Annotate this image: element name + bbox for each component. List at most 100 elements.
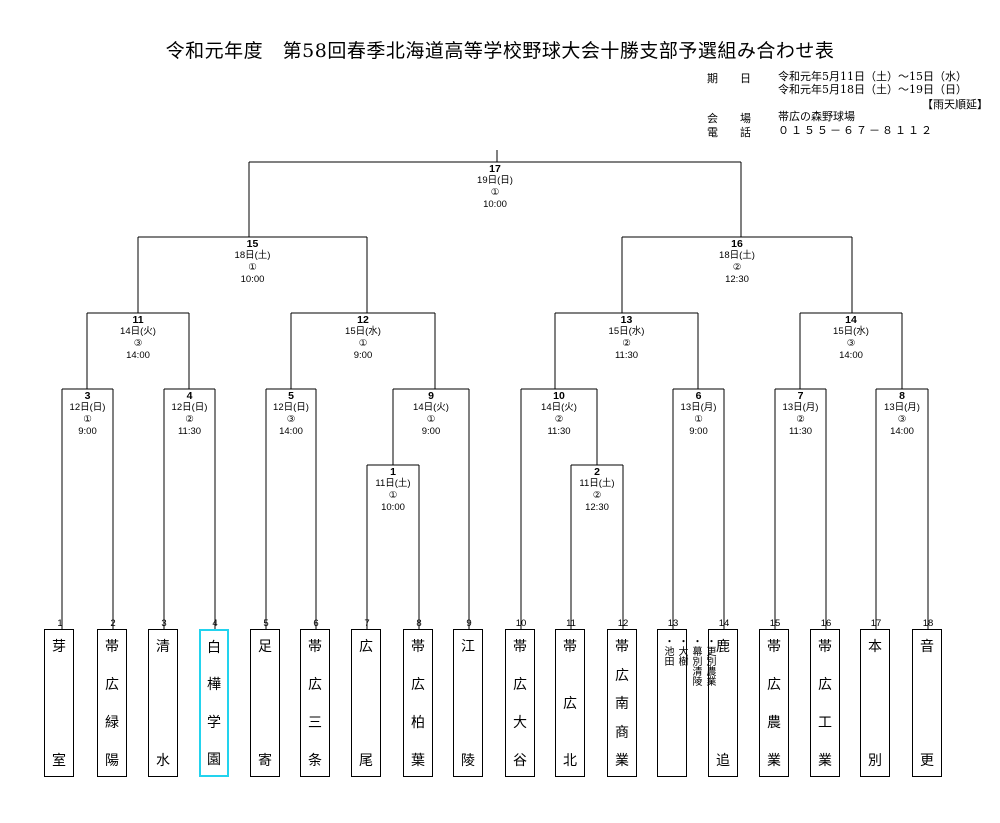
- team-name-char: 業: [818, 753, 832, 769]
- team-name-char: 農: [767, 715, 781, 731]
- team-name-char: 室: [52, 753, 66, 769]
- team-name: 清水: [149, 636, 177, 770]
- match-time: 12:30: [725, 274, 749, 285]
- match-date: 15日(水): [608, 326, 645, 337]
- combined-team-part: ・池田: [662, 636, 673, 666]
- match-no: 15: [246, 238, 259, 250]
- team-name-char: 江: [461, 639, 475, 655]
- team-name-char: 陽: [105, 753, 119, 769]
- match-no: 9: [428, 390, 434, 402]
- match-date: 19日(日): [477, 175, 513, 186]
- team-box-5: 足寄: [250, 629, 280, 777]
- match-no: 4: [186, 390, 193, 402]
- match-order: ①: [83, 414, 92, 425]
- team-name-char: 寄: [258, 753, 272, 769]
- seed-number: 17: [870, 618, 882, 629]
- team-name-char: 更: [920, 753, 934, 769]
- seed-number: 5: [263, 618, 269, 629]
- match-date: 15日(水): [833, 326, 869, 337]
- team-name-char: 樺: [207, 677, 221, 694]
- team-name: 音更: [913, 636, 941, 770]
- team-name-char: 帯: [615, 639, 629, 655]
- team-name: 江陵: [454, 636, 482, 770]
- team-name-char: 清: [156, 639, 170, 655]
- match-date: 13日(月): [680, 402, 717, 413]
- match-date: 11日(土): [375, 478, 411, 489]
- team-name-char: 大: [513, 715, 527, 731]
- team-box-18: 音更: [912, 629, 942, 777]
- match-time: 14:00: [839, 350, 863, 361]
- seed-number: 8: [416, 618, 422, 629]
- team-box-3: 清水: [148, 629, 178, 777]
- seed-number: 11: [566, 618, 576, 629]
- team-name: 帯広柏葉: [404, 636, 432, 770]
- team-name-char: 葉: [411, 753, 425, 769]
- team-box-1: 芽室: [44, 629, 74, 777]
- team-name-char: 帯: [563, 639, 577, 655]
- match-no: 2: [594, 466, 600, 478]
- match-time: 10:00: [483, 199, 507, 210]
- match-time: 10:00: [240, 274, 265, 285]
- seed-number: 6: [313, 618, 319, 629]
- team-name-char: 別: [868, 753, 882, 769]
- rain-note: 【雨天順延】: [922, 98, 988, 111]
- team-name: 帯広大谷: [506, 636, 534, 770]
- team-name-char: 広: [513, 677, 527, 693]
- match-date: 18日(土): [719, 250, 755, 261]
- team-name-char: 帯: [308, 639, 322, 655]
- date-line-1: 令和元年5月11日（土）～15日（水）: [778, 70, 967, 83]
- match-order: ③: [133, 338, 143, 349]
- team-name-char: 帯: [105, 639, 119, 655]
- match-time: 9:00: [353, 350, 373, 361]
- team-name-char: 広: [411, 677, 425, 693]
- team-name-char: 三: [308, 715, 322, 731]
- team-box-11: 帯広北: [555, 629, 585, 777]
- match-no: 13: [620, 314, 633, 326]
- match-time: 11:30: [788, 426, 813, 437]
- match-date: 15日(水): [345, 326, 381, 337]
- match-order: ①: [388, 490, 398, 501]
- match-time: 9:00: [78, 426, 97, 437]
- team-name-char: 広: [615, 667, 629, 684]
- match-no: 3: [84, 390, 91, 402]
- date-line-2: 令和元年5月18日（土）～19日（日）: [778, 83, 967, 96]
- seed-number: 14: [718, 618, 730, 629]
- team-name-char: 広: [767, 677, 781, 693]
- match-order: ①: [426, 414, 436, 425]
- page-title: 令和元年度 第58回春季北海道高等学校野球大会十勝支部予選組み合わせ表: [165, 40, 835, 62]
- match-no: 6: [695, 390, 702, 402]
- match-no: 10: [553, 390, 565, 402]
- team-name-char: 谷: [513, 753, 527, 769]
- match-order: ③: [897, 414, 907, 425]
- team-name-char: 広: [105, 677, 119, 693]
- team-name: 帯広三条: [301, 636, 329, 770]
- team-box-7: 広尾: [351, 629, 381, 777]
- match-time: 14:00: [890, 426, 914, 437]
- match-order: ③: [846, 338, 856, 349]
- team-box-9: 江陵: [453, 629, 483, 777]
- match-time: 11:30: [177, 426, 202, 437]
- team-name-char: 条: [308, 753, 322, 769]
- match-no: 16: [731, 238, 743, 250]
- combined-team-part: ・幕別清陵: [690, 636, 701, 686]
- match-order: ③: [286, 414, 296, 425]
- team-name: 白樺学園: [201, 637, 227, 769]
- match-no: 11: [132, 314, 144, 326]
- team-name: 帯広農業: [760, 636, 788, 770]
- match-no: 14: [845, 314, 857, 326]
- combined-team-part: ・大樹: [676, 636, 687, 666]
- match-order: ②: [622, 338, 631, 349]
- match-order: ①: [358, 338, 368, 349]
- date-label: 期 日: [707, 72, 751, 85]
